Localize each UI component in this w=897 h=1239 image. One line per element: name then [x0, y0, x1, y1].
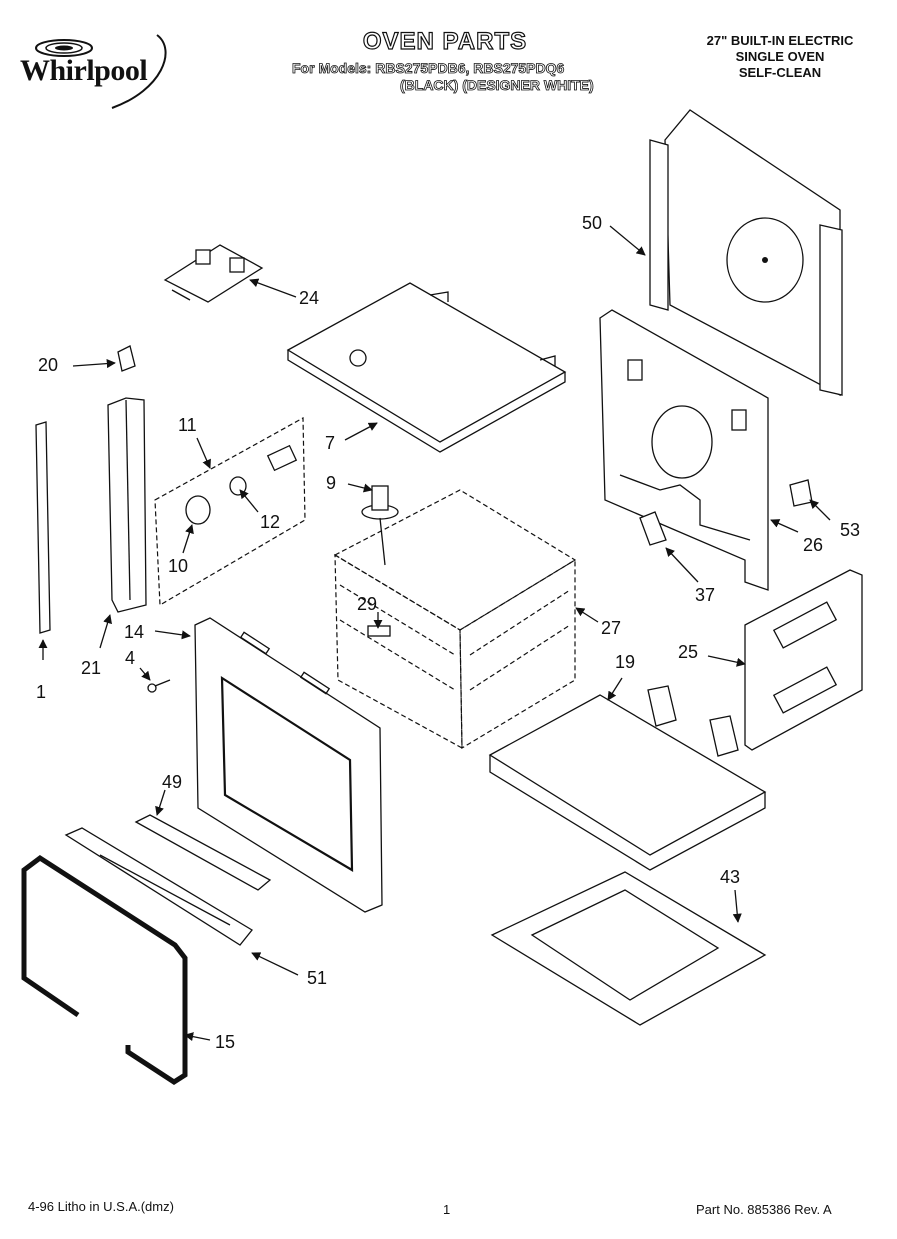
callout-4: 4 [125, 648, 136, 668]
callout-21: 21 [81, 658, 102, 678]
part-4-screw [147, 679, 171, 693]
part-50-rear-panel [649, 109, 843, 397]
spec-block: 27" BUILT-IN ELECTRIC SINGLE OVEN SELF-C… [690, 33, 870, 81]
part-49-trim [134, 814, 272, 891]
callout-37: 37 [695, 585, 716, 605]
footer-page-number: 1 [443, 1202, 451, 1217]
callout-20: 20 [38, 355, 59, 375]
part-1-trim-strip [35, 421, 51, 634]
callout-15: 15 [215, 1032, 236, 1052]
swirl-logo-icon [35, 34, 167, 109]
callout-9: 9 [326, 473, 337, 493]
part-25-side-panel [744, 569, 863, 751]
whirlpool-logo: Whirlpool [12, 30, 192, 110]
variants-line: (BLACK) (DESIGNER WHITE) [400, 77, 594, 94]
callout-51: 51 [307, 968, 328, 988]
part-7-top-panel [286, 282, 567, 453]
callout-14: 14 [124, 622, 145, 642]
brand-name: Whirlpool [20, 54, 148, 87]
callout-11: 11 [178, 415, 197, 435]
callout-49: 49 [162, 772, 183, 792]
footer-litho: 4-96 Litho in U.S.A.(dmz) [28, 1199, 174, 1214]
part-51-vent-trim [64, 827, 253, 946]
spec-line-1: 27" BUILT-IN ELECTRIC [706, 33, 854, 48]
part-27-oven-cavity [333, 489, 577, 750]
part-29-rack-support [367, 625, 391, 637]
spec-line-3: SELF-CLEAN [738, 65, 822, 80]
callout-7: 7 [325, 433, 336, 453]
part-21-side-trim [107, 397, 147, 613]
callout-27: 27 [601, 618, 622, 638]
part-26-back-wall [599, 309, 769, 591]
callout-29: 29 [357, 594, 378, 614]
callout-43: 43 [720, 867, 741, 887]
callout-24: 24 [299, 288, 320, 308]
callout-53: 53 [840, 520, 861, 540]
callout-19: 19 [615, 652, 636, 672]
part-43-bottom-tray [490, 871, 767, 1026]
part-9-switch [361, 485, 399, 566]
callout-1: 1 [36, 682, 47, 702]
footer-part-number: Part No. 885386 Rev. A [696, 1202, 832, 1217]
callout-26: 26 [803, 535, 824, 555]
part-14-front-frame [194, 617, 383, 913]
callout-25: 25 [678, 642, 699, 662]
part-15-door-gasket [21, 854, 188, 1085]
part-37-sensor [639, 511, 667, 546]
leader-lines [38, 225, 831, 1042]
models-line: For Models: RBS275PDB6, RBS275PDQ6 [292, 60, 565, 77]
callout-50: 50 [582, 213, 603, 233]
spec-line-2: SINGLE OVEN [735, 49, 825, 64]
part-20-clip [117, 345, 136, 372]
part-53-clip [789, 479, 813, 507]
part-11-controls-group [154, 416, 306, 607]
callout-10: 10 [168, 556, 189, 576]
part-24-bracket [163, 244, 264, 303]
callout-12: 12 [260, 512, 281, 532]
page-title: OVEN PARTS [362, 27, 528, 55]
part-19-bottom-panel [488, 685, 767, 871]
